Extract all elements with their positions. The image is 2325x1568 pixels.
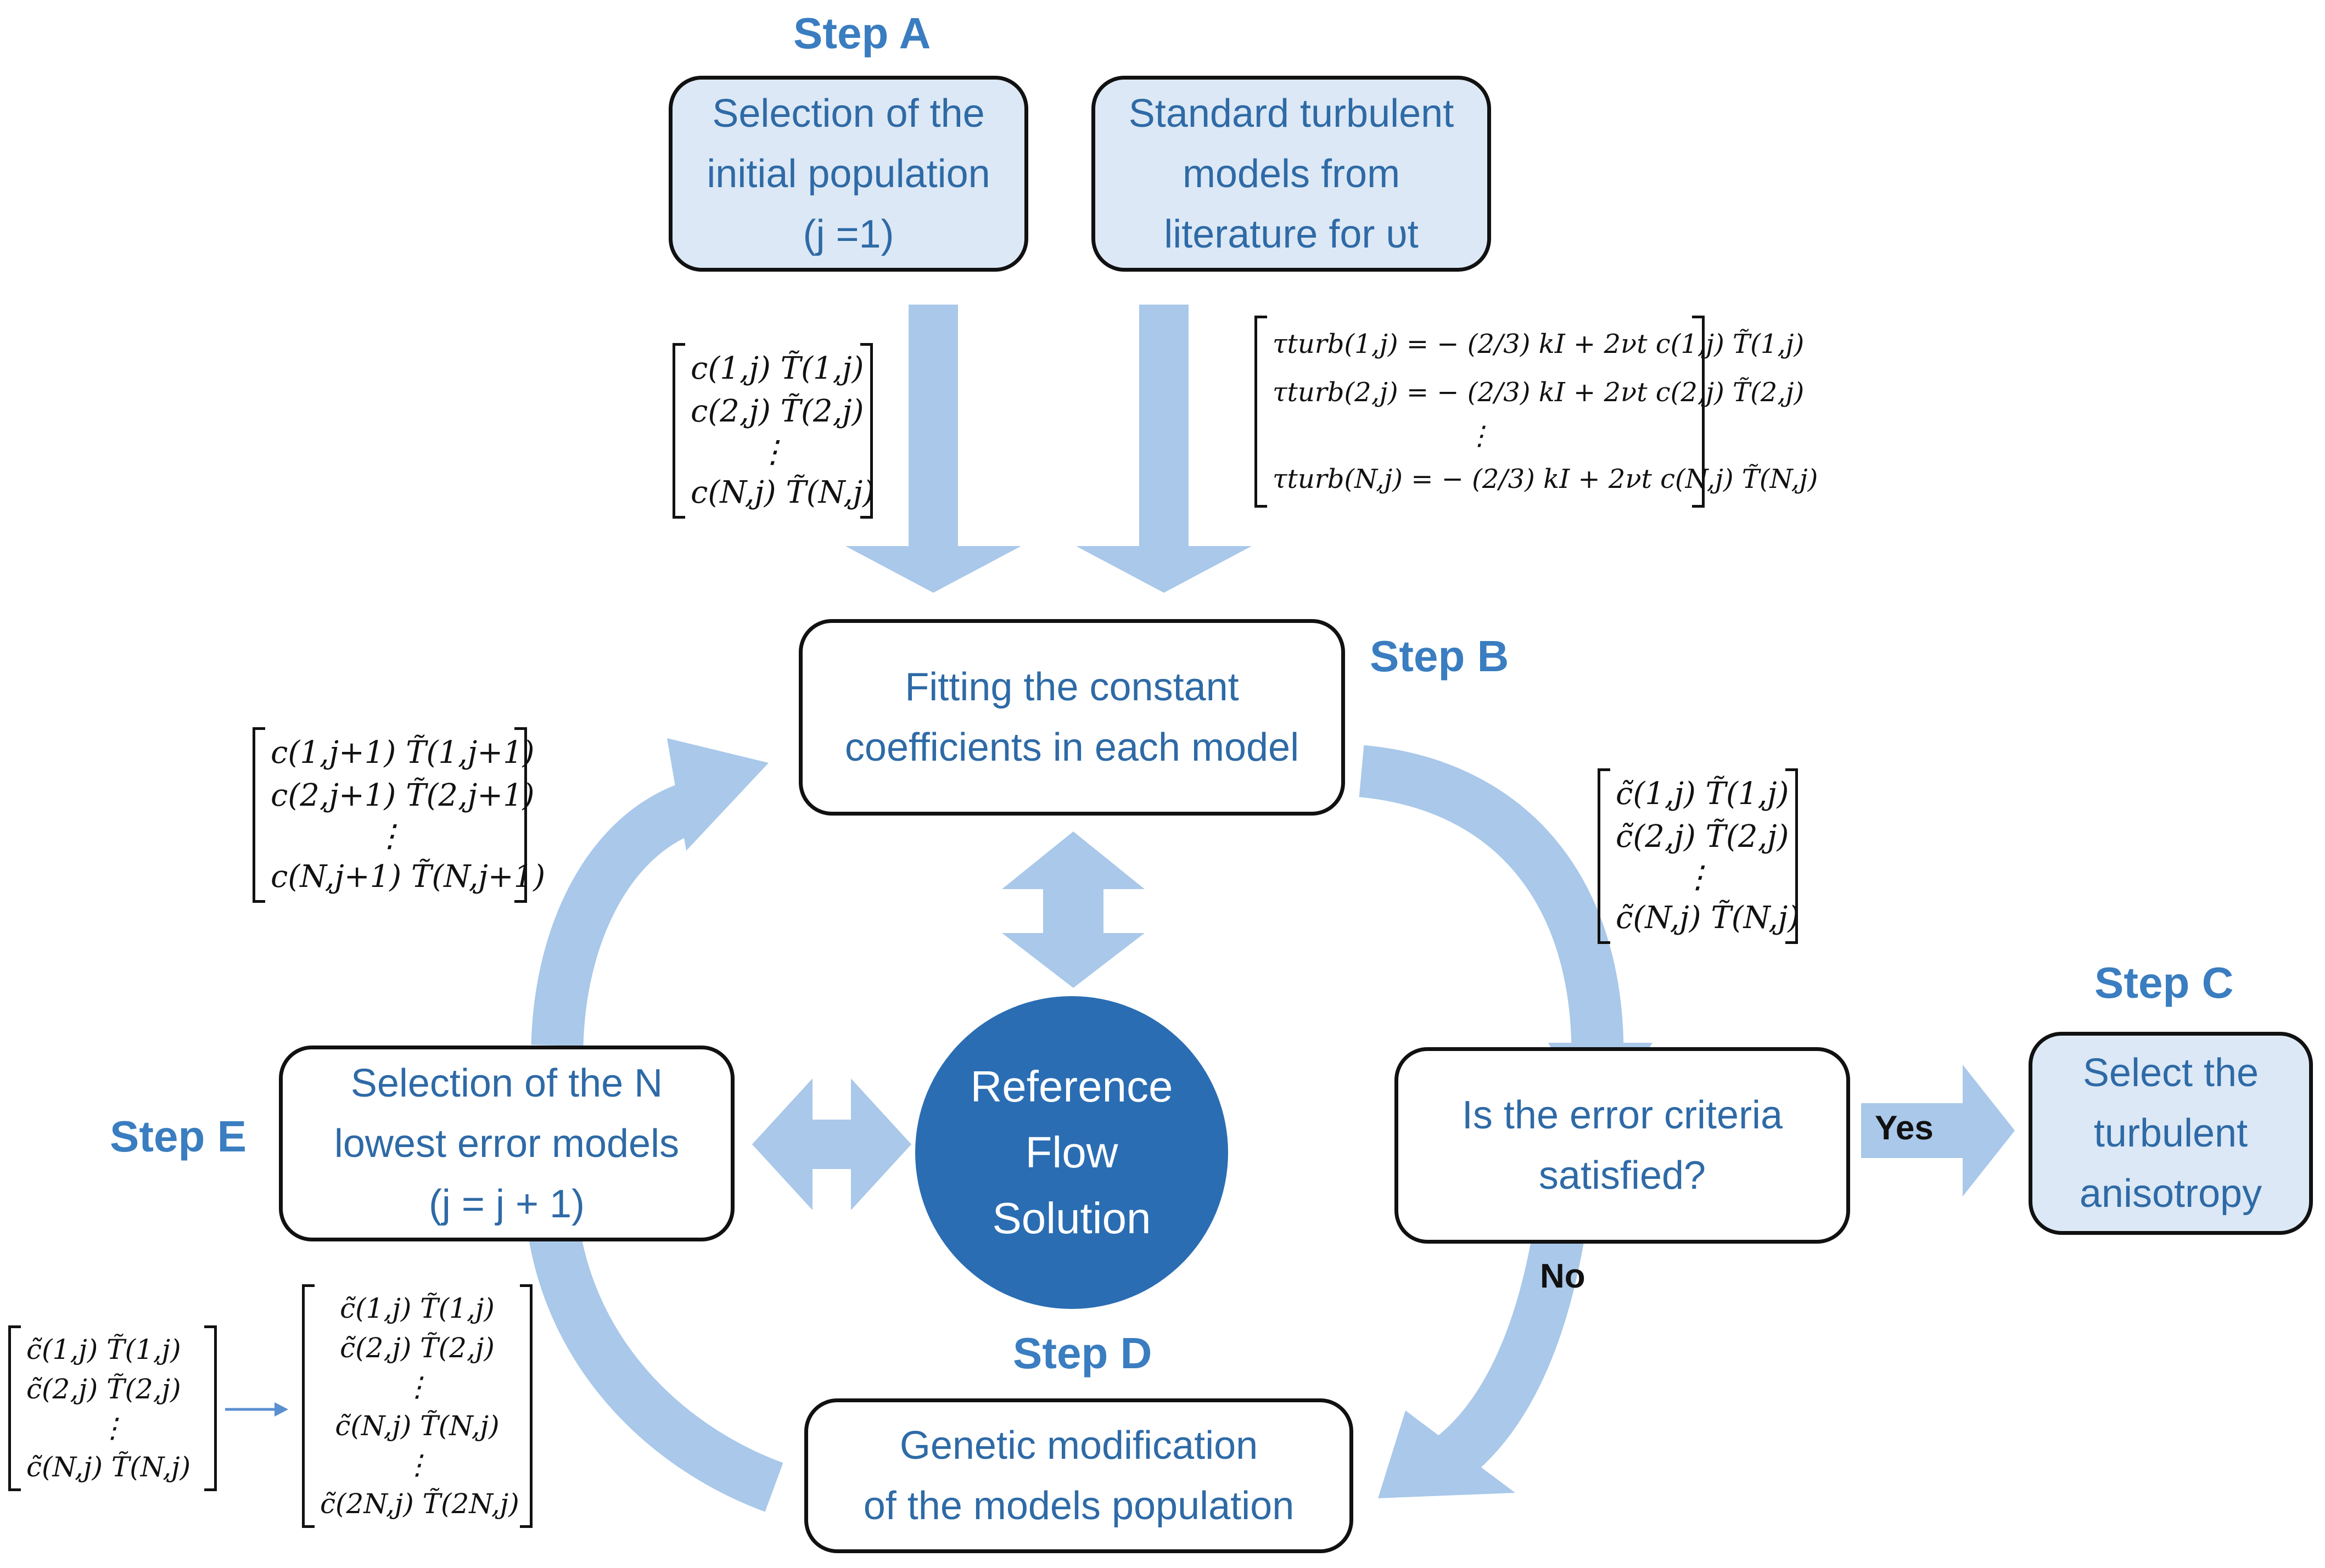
matrix-dots: ⋮ [404, 1449, 431, 1481]
fitted-coefficients-matrix: c̃(1,j) T̃(1,j) c̃(2,j) T̃(2,j) ⋮ c̃(N,j… [1598, 768, 1800, 944]
matrix-row: c̃(1,j) T̃(1,j) [26, 1334, 181, 1365]
box-line: Selection of the [712, 91, 985, 136]
step-e-label: Step E [110, 1112, 246, 1161]
standard-models-box: Standard turbulent models from literatur… [1091, 76, 1491, 272]
step-c-label: Step C [2094, 958, 2234, 1007]
box-line: satisfied? [1538, 1154, 1706, 1198]
box-line: anisotropy [2079, 1172, 2262, 1216]
matrix-dots: ⋮ [757, 434, 788, 470]
select-anisotropy-box: Select the turbulent anisotropy [2029, 1032, 2313, 1235]
arrowhead-left-top [667, 738, 769, 851]
double-arrow-vertical [1002, 831, 1145, 988]
box-line: models from [1182, 151, 1400, 196]
matrix-dots: ⋮ [404, 1371, 431, 1403]
matrix-dots: ⋮ [374, 818, 405, 854]
box-line: (j = j + 1) [428, 1182, 585, 1226]
matrix-row: τturb(1,j) = − (2/3) kI + 2νt c(1,j) T̃(… [1273, 329, 1805, 359]
box-line: of the models population [863, 1484, 1295, 1528]
fitting-coefficients-box: Fitting the constant coefficients in eac… [799, 619, 1345, 816]
box-line: Selection of the N [350, 1061, 663, 1105]
step-b-label: Step B [1370, 632, 1509, 681]
curve-arrow-left-top [531, 782, 701, 1047]
no-label: No [1540, 1257, 1586, 1295]
matrix-row: c̃(2,j) T̃(2,j) [340, 1332, 495, 1364]
step-a-label: Step A [793, 9, 931, 58]
matrix-row: c(1,j+1) T̃(1,j+1) [271, 735, 535, 771]
box-line: Is the error criteria [1461, 1093, 1783, 1137]
yes-label: Yes [1875, 1109, 1934, 1147]
box-line: Standard turbulent [1128, 91, 1454, 136]
error-criteria-box: Is the error criteria satisfied? [1394, 1047, 1850, 1244]
matrix-row: c̃(1,j) T̃(1,j) [340, 1292, 495, 1324]
box-line: Genetic modification [899, 1424, 1258, 1468]
matrix-row: c(N,j+1) T̃(N,j+1) [271, 859, 546, 895]
matrix-row: c(2,j) T̃(2,j) [691, 394, 864, 429]
matrix-row: c(N,j) T̃(N,j) [691, 475, 875, 510]
box-line: (j =1) [803, 212, 894, 256]
circle-line: Reference [970, 1062, 1173, 1111]
small-arrow-head [274, 1402, 288, 1417]
genetic-modification-box: Genetic modification of the models popul… [804, 1398, 1353, 1553]
circle-line: Solution [992, 1194, 1151, 1243]
box-line: lowest error models [334, 1121, 680, 1166]
double-arrow-horizontal [752, 1078, 911, 1210]
matrix-dots: ⋮ [1466, 420, 1493, 451]
down-arrow-standard [1076, 305, 1252, 593]
expanded-population-matrix: c̃(1,j) T̃(1,j) c̃(2,j) T̃(2,j) ⋮ c̃(N,j… [302, 1284, 533, 1528]
matrix-row: c̃(1,j) T̃(1,j) [1616, 776, 1789, 812]
curve-arrow-right-bottom [1433, 1228, 1585, 1481]
box-line: literature for υt [1164, 212, 1419, 256]
next-generation-matrix: c(1,j+1) T̃(1,j+1) c(2,j+1) T̃(2,j+1) ⋮ … [253, 727, 546, 903]
matrix-row: τturb(2,j) = − (2/3) kI + 2νt c(2,j) T̃(… [1273, 377, 1805, 408]
matrix-row: c(1,j) T̃(1,j) [691, 351, 864, 386]
down-arrow-initial [845, 305, 1021, 593]
step-d-label: Step D [1013, 1329, 1152, 1378]
selected-models-matrix: c̃(1,j) T̃(1,j) c̃(2,j) T̃(2,j) ⋮ c̃(N,j… [8, 1325, 217, 1491]
matrix-row: c̃(N,j) T̃(N,j) [335, 1410, 500, 1442]
curve-arrow-left-bottom [529, 1230, 783, 1512]
matrix-row: τturb(N,j) = − (2/3) kI + 2νt c(N,j) T̃(… [1273, 464, 1818, 494]
circle-line: Flow [1025, 1128, 1118, 1177]
tau-turb-matrix: τturb(1,j) = − (2/3) kI + 2νt c(1,j) T̃(… [1254, 316, 1818, 508]
box-line: initial population [707, 151, 990, 196]
matrix-row: c̃(2,j) T̃(2,j) [1616, 819, 1789, 855]
matrix-row: c̃(N,j) T̃(N,j) [1616, 900, 1800, 936]
reference-flow-solution: Reference Flow Solution [915, 996, 1228, 1309]
curve-arrow-right-top [1359, 745, 1624, 1054]
arrowhead-right-bottom [1378, 1410, 1515, 1498]
matrix-row: c̃(N,j) T̃(N,j) [26, 1451, 191, 1483]
box-line: coefficients in each model [844, 726, 1299, 769]
matrix-dots: ⋮ [1682, 859, 1713, 895]
box-line: turbulent [2093, 1111, 2248, 1155]
lowest-error-box: Selection of the N lowest error models (… [279, 1046, 735, 1241]
initial-coefficients-matrix: c(1,j) T̃(1,j) c(2,j) T̃(2,j) ⋮ c(N,j) T… [673, 343, 875, 519]
yes-arrow [1861, 1065, 2015, 1196]
matrix-dots: ⋮ [99, 1412, 126, 1444]
box-line: Select the [2082, 1051, 2259, 1095]
box-line: Fitting the constant [905, 665, 1239, 709]
initial-population-box: Selection of the initial population (j =… [669, 76, 1028, 272]
matrix-row: c̃(2N,j) T̃(2N,j) [320, 1488, 519, 1520]
matrix-row: c(2,j+1) T̃(2,j+1) [271, 778, 535, 813]
matrix-row: c̃(2,j) T̃(2,j) [26, 1373, 181, 1405]
